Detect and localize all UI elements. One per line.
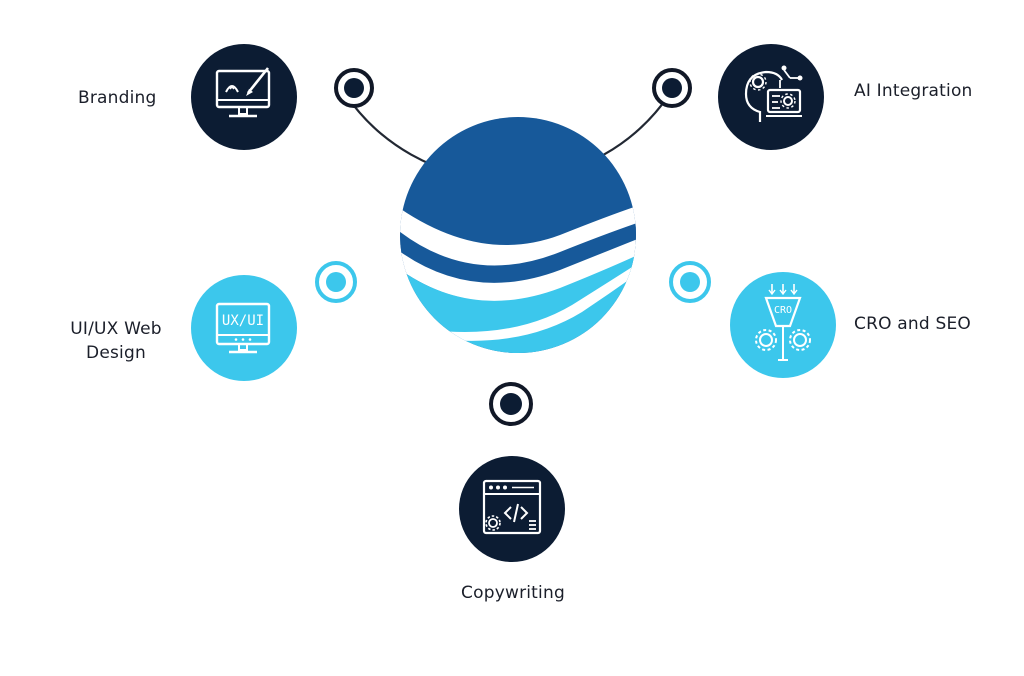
node-branding	[334, 68, 374, 108]
center-logo	[400, 117, 636, 353]
uiux-label-line1: UI/UX Web	[70, 319, 162, 339]
node-cro-seo	[669, 261, 711, 303]
uiux-label: UI/UX Web Design	[56, 317, 176, 365]
ux-ui-badge: UX/UI	[222, 313, 264, 329]
copywriting-label: Copywriting	[461, 583, 565, 603]
cro-badge: CRO	[774, 305, 792, 316]
node-ai-integration	[652, 68, 692, 108]
cro-funnel-gears-icon: CRO	[730, 272, 836, 378]
cro-seo-label: CRO and SEO	[854, 314, 971, 334]
node-uiux	[315, 261, 357, 303]
ux-ui-monitor-icon: UX/UI	[191, 275, 297, 381]
code-window-icon	[459, 456, 565, 562]
uiux-label-line2: Design	[86, 343, 146, 363]
node-copywriting	[489, 382, 533, 426]
ai-integration-label: AI Integration	[854, 81, 973, 101]
ai-head-gears-icon	[718, 44, 824, 150]
monitor-pen-icon	[191, 44, 297, 150]
branding-label: Branding	[78, 88, 157, 108]
